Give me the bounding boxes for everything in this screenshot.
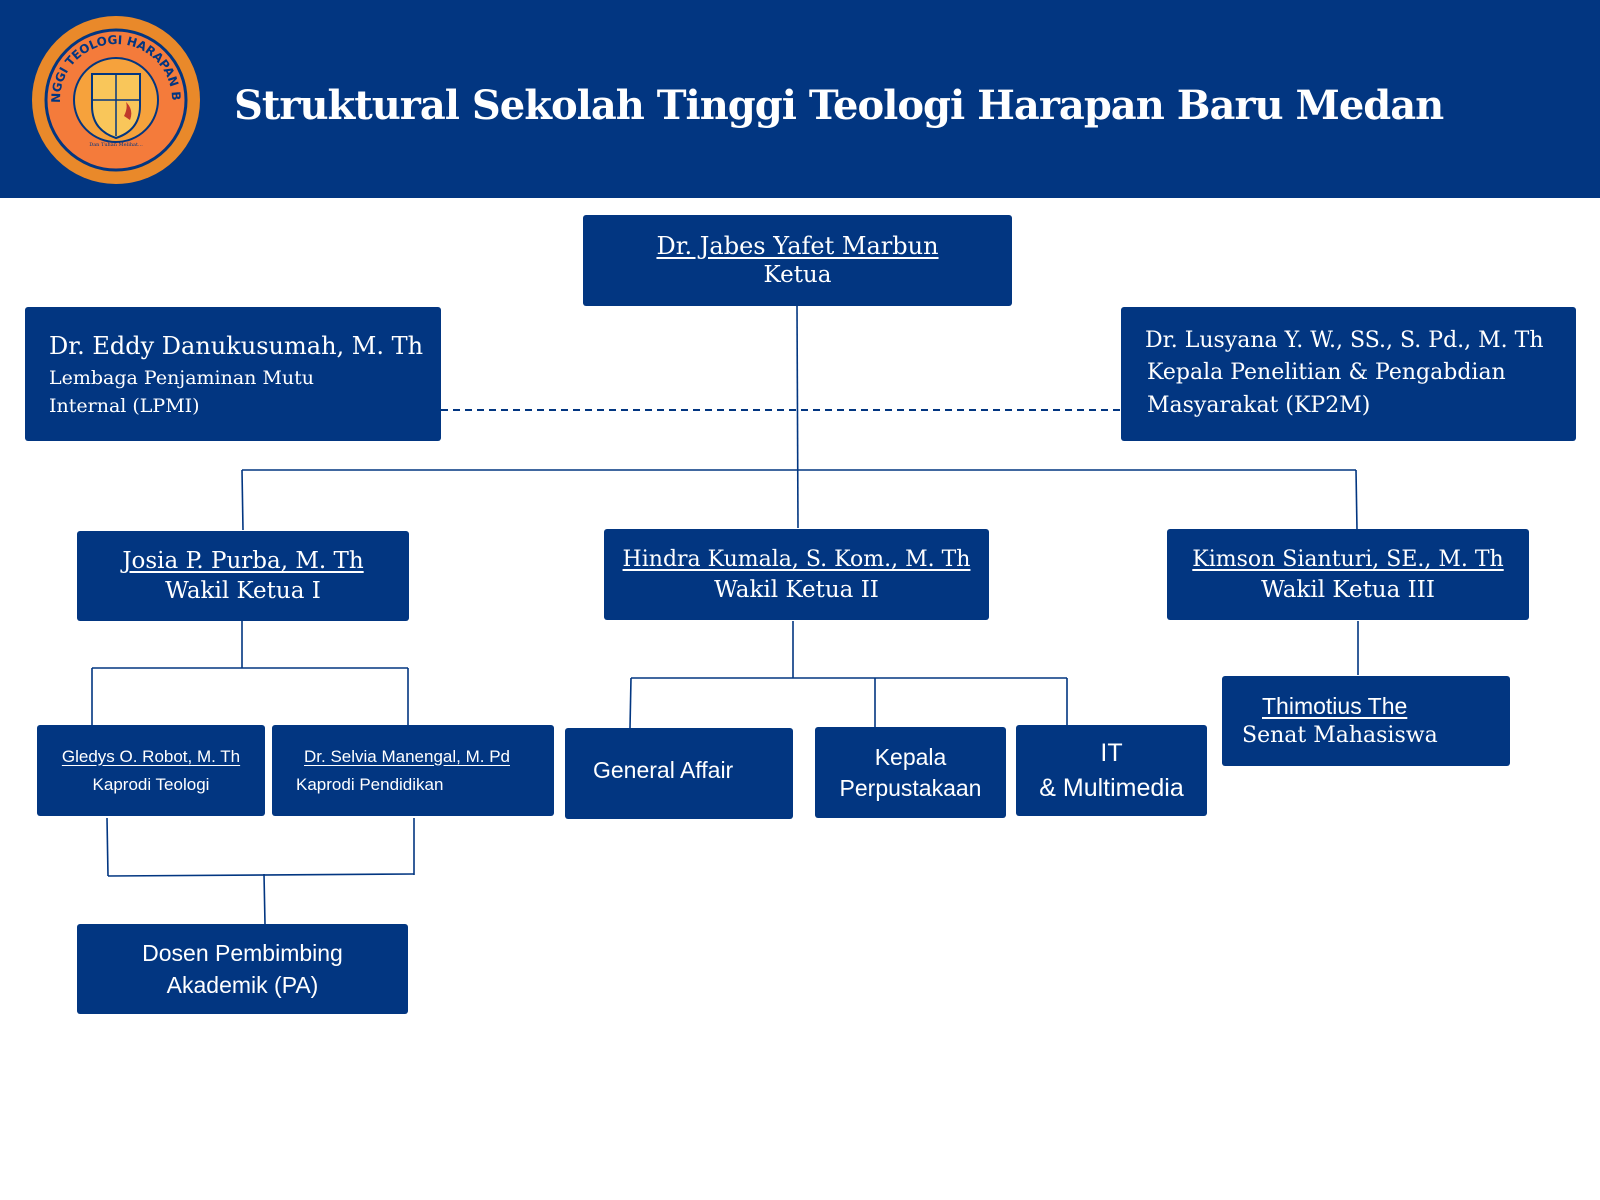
wk2-box: Hindra Kumala, S. Kom., M. Th Wakil Ketu… <box>604 529 989 620</box>
kaprodi-pendidikan-name: Dr. Selvia Manengal, M. Pd <box>304 746 510 766</box>
kaprodi-teologi-box: Gledys O. Robot, M. Th Kaprodi Teologi <box>37 725 265 816</box>
header-banner: SEKOLAH TINGGI TEOLOGI HARAPAN BARU MEDA… <box>0 0 1600 198</box>
kp2m-role-line1: Kepala Penelitian & Pengabdian <box>1147 360 1506 385</box>
logo-motto: Dan Tuhan Melihat... <box>89 142 143 148</box>
perpustakaan-line1: Kepala <box>874 743 947 770</box>
senat-box: Thimotius The Senat Mahasiswa <box>1222 676 1510 766</box>
lpmi-role-line2: Internal (LPMI) <box>49 395 200 417</box>
wk3-name: Kimson Sianturi, SE., M. Th <box>1192 546 1504 572</box>
ketua-box: Dr. Jabes Yafet Marbun Ketua <box>583 215 1012 306</box>
wk3-box: Kimson Sianturi, SE., M. Th Wakil Ketua … <box>1167 529 1529 620</box>
wk1-box: Josia P. Purba, M. Th Wakil Ketua I <box>77 531 409 621</box>
ketua-name: Dr. Jabes Yafet Marbun <box>656 231 939 260</box>
kp2m-role-line2: Masyarakat (KP2M) <box>1147 393 1371 418</box>
dosen-pa-line1: Dosen Pembimbing <box>142 940 343 966</box>
senat-role: Senat Mahasiswa <box>1242 723 1438 748</box>
wk1-name: Josia P. Purba, M. Th <box>122 548 364 574</box>
kp2m-box: Dr. Lusyana Y. W., SS., S. Pd., M. Th Ke… <box>1121 307 1576 441</box>
wk2-role: Wakil Ketua II <box>714 576 879 603</box>
kaprodi-teologi-name: Gledys O. Robot, M. Th <box>61 746 241 766</box>
it-line2: & Multimedia <box>1039 773 1184 802</box>
wk3-role: Wakil Ketua III <box>1261 576 1435 603</box>
kaprodi-pendidikan-box: Dr. Selvia Manengal, M. Pd Kaprodi Pendi… <box>272 725 554 816</box>
lpmi-box: Dr. Eddy Danukusumah, M. Th Lembaga Penj… <box>25 307 441 441</box>
dosen-pa-line2: Akademik (PA) <box>166 972 319 998</box>
perpustakaan-line2: Perpustakaan <box>839 774 982 801</box>
it-line1: IT <box>1100 738 1123 767</box>
general-affair-label: General Affair <box>593 756 734 783</box>
perpustakaan-box: Kepala Perpustakaan <box>815 727 1006 818</box>
senat-name: Thimotius The <box>1262 693 1408 719</box>
wk2-name: Hindra Kumala, S. Kom., M. Th <box>622 546 971 572</box>
general-affair-box: General Affair <box>565 728 793 819</box>
dosen-pa-box: Dosen Pembimbing Akademik (PA) <box>77 924 408 1014</box>
wk1-role: Wakil Ketua I <box>165 578 321 604</box>
page-title: Struktural Sekolah Tinggi Teologi Harapa… <box>234 82 1444 129</box>
kaprodi-teologi-role: Kaprodi Teologi <box>92 774 210 794</box>
kaprodi-pendidikan-role: Kaprodi Pendidikan <box>296 774 444 794</box>
ketua-role: Ketua <box>763 261 832 288</box>
it-multimedia-box: IT & Multimedia <box>1016 725 1207 816</box>
lpmi-role-line1: Lembaga Penjaminan Mutu <box>49 367 315 389</box>
lpmi-name: Dr. Eddy Danukusumah, M. Th <box>49 332 424 360</box>
school-logo: SEKOLAH TINGGI TEOLOGI HARAPAN BARU MEDA… <box>30 14 200 184</box>
kp2m-name: Dr. Lusyana Y. W., SS., S. Pd., M. Th <box>1145 328 1544 353</box>
